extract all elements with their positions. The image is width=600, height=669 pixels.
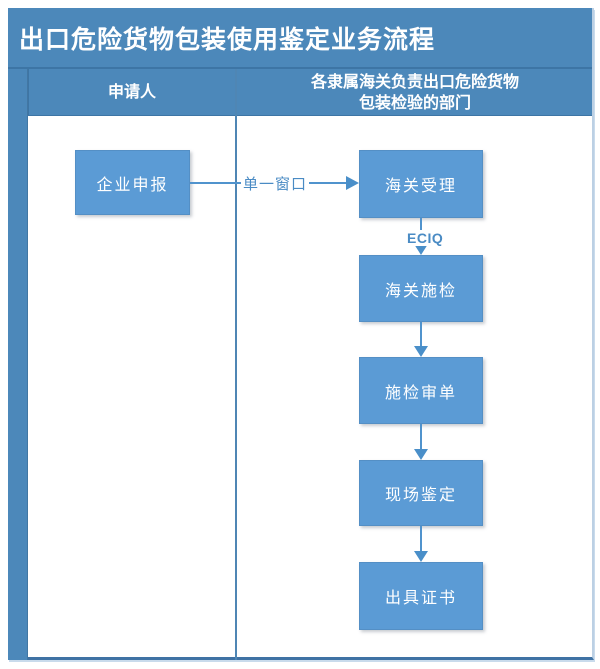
arrow-down-icon (414, 244, 428, 255)
eciq-label: ECIQ (405, 230, 446, 246)
lane-header-customs-line1: 各隶属海关负责出口危险货物 (310, 73, 519, 91)
connector-line (420, 322, 422, 347)
left-rail (8, 69, 28, 660)
lane-header-applicant-label: 申请人 (107, 84, 156, 101)
arrow-right-icon (346, 176, 359, 190)
lane-header-band (8, 69, 592, 116)
box-customs-acceptance-label: 海关受理 (384, 178, 457, 195)
lane-header-customs-line2: 包装检验的部门 (358, 94, 471, 112)
lane-header-customs: 各隶属海关负责出口危险货物 包装检验的部门 (237, 69, 593, 116)
box-inspection-document-review: 施检审单 (359, 357, 483, 424)
arrow-down-icon (414, 449, 428, 460)
box-enterprise-declaration-label: 企业申报 (96, 176, 169, 194)
box-customs-inspection-label: 海关施检 (384, 282, 457, 300)
connector-line (420, 526, 422, 552)
diagram-frame: 出口危险货物包装使用鉴定业务流程 申请人 各隶属海关负责出口危险货物 包装检验的… (8, 8, 594, 660)
single-window-label: 单一窗口 (241, 173, 310, 194)
lane-divider (235, 69, 237, 660)
box-onsite-identification: 现场鉴定 (359, 460, 483, 526)
arrow-down-icon (414, 551, 428, 562)
lane-header-applicant: 申请人 (28, 69, 235, 116)
box-issue-certificate-label: 出具证书 (384, 590, 457, 607)
page-title: 出口危险货物包装使用鉴定业务流程 (19, 25, 436, 54)
box-enterprise-declaration: 企业申报 (75, 150, 190, 215)
box-issue-certificate: 出具证书 (359, 562, 483, 630)
title-bar: 出口危险货物包装使用鉴定业务流程 (8, 8, 592, 69)
box-onsite-identification-label: 现场鉴定 (384, 487, 457, 504)
box-customs-inspection: 海关施检 (359, 255, 483, 322)
arrow-down-icon (414, 346, 428, 357)
connector-line (420, 424, 422, 450)
box-customs-acceptance: 海关受理 (359, 150, 483, 218)
box-inspection-document-review-label: 施检审单 (384, 384, 457, 402)
